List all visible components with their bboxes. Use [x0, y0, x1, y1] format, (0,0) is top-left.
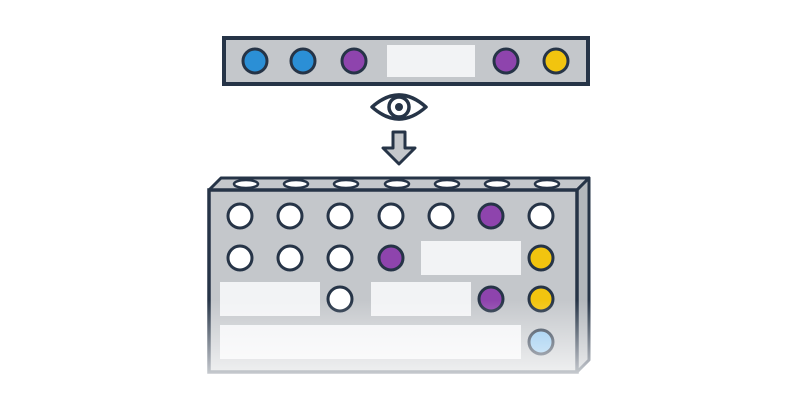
board-empty-ball [276, 202, 304, 230]
board-empty-ball [326, 244, 354, 272]
board-empty-ball [226, 244, 254, 272]
board-top-hole [383, 178, 411, 190]
board-top-hole [533, 178, 561, 190]
board-empty-ball [527, 202, 555, 230]
sequence-blue-ball [241, 47, 269, 75]
sequence-yellow-ball [542, 47, 570, 75]
grid-board-fade [200, 300, 600, 400]
grid-board-top-holes [232, 178, 561, 190]
board-top-hole [232, 178, 260, 190]
arrow-down-icon [381, 130, 417, 166]
board-empty-ball [326, 202, 354, 230]
sequence-purple-ball [492, 47, 520, 75]
board-top-hole [483, 178, 511, 190]
board-purple-ball [477, 202, 505, 230]
board-yellow-ball [527, 244, 555, 272]
board-empty-ball [427, 202, 455, 230]
board-empty-ball [276, 244, 304, 272]
grid-board [200, 176, 600, 400]
board-top-hole [433, 178, 461, 190]
board-purple-ball [377, 244, 405, 272]
board-empty-slot [421, 241, 521, 275]
sequence-strip [222, 36, 590, 86]
sequence-empty-slot [387, 45, 475, 77]
board-top-hole [282, 178, 310, 190]
board-empty-ball [226, 202, 254, 230]
sequence-strip-items [241, 45, 570, 77]
board-empty-ball [377, 202, 405, 230]
board-top-hole [332, 178, 360, 190]
sequence-purple-ball [340, 47, 368, 75]
sequence-blue-ball [289, 47, 317, 75]
eye-icon [370, 93, 428, 121]
